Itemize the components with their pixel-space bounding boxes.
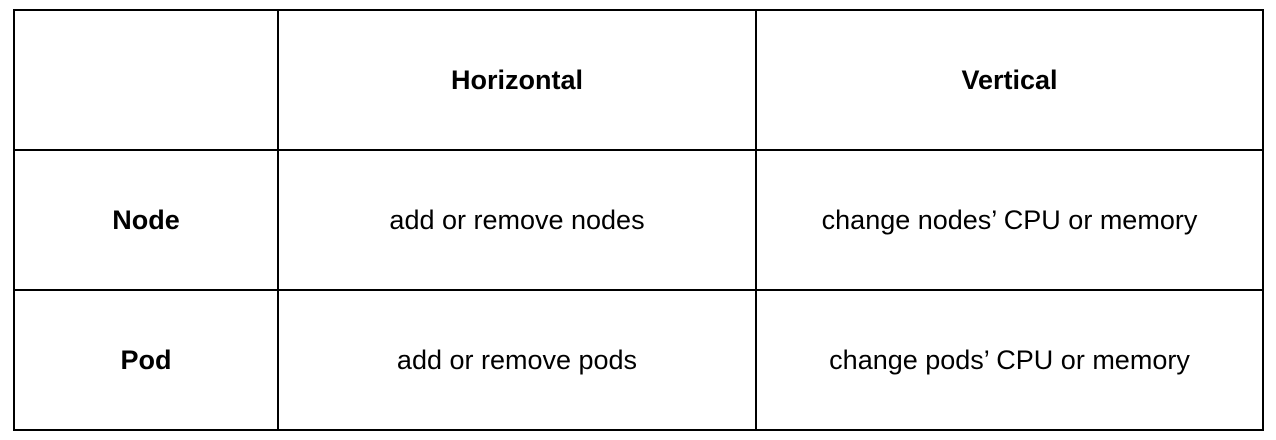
column-header-horizontal: Horizontal — [277, 9, 757, 151]
row-header-node: Node — [13, 149, 279, 291]
cell-node-vertical: change nodes’ CPU or memory — [755, 149, 1264, 291]
cell-pod-horizontal: add or remove pods — [277, 289, 757, 431]
scaling-comparison-table: Horizontal Vertical Node add or remove n… — [13, 9, 1264, 431]
table-header-row: Horizontal Vertical — [13, 9, 1264, 151]
cell-pod-vertical: change pods’ CPU or memory — [755, 289, 1264, 431]
header-corner-cell — [13, 9, 279, 151]
table-row-node: Node add or remove nodes change nodes’ C… — [13, 149, 1264, 291]
column-header-vertical: Vertical — [755, 9, 1264, 151]
cell-node-horizontal: add or remove nodes — [277, 149, 757, 291]
table-row-pod: Pod add or remove pods change pods’ CPU … — [13, 289, 1264, 431]
row-header-pod: Pod — [13, 289, 279, 431]
